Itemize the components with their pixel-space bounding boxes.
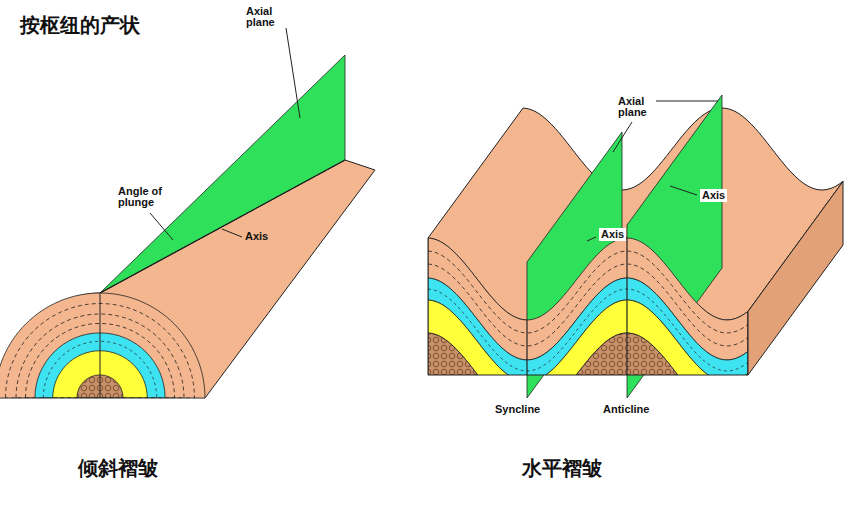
part-label: Axial plane xyxy=(246,6,286,28)
axial-plane xyxy=(100,55,345,293)
part-label: Syncline xyxy=(495,404,540,415)
axial-trace xyxy=(626,238,627,375)
fold-body xyxy=(0,160,375,398)
side-face xyxy=(748,181,843,375)
leader-line xyxy=(670,186,697,195)
leader-line xyxy=(587,237,596,241)
leader-line xyxy=(222,229,242,237)
figure-caption: 水平褶皱 xyxy=(522,456,602,480)
horizontal-fold xyxy=(428,95,843,517)
leader-line xyxy=(150,213,173,240)
leader-line xyxy=(286,28,300,118)
axial-trace xyxy=(100,293,101,398)
leader-line xyxy=(656,101,718,102)
diagram-title: 按枢纽的产状 xyxy=(20,12,140,39)
bedding-dash xyxy=(428,264,748,346)
plunging-fold xyxy=(0,55,375,398)
rock-layer xyxy=(0,293,205,398)
part-label: Axis xyxy=(700,189,727,202)
leader-line xyxy=(613,122,632,152)
part-label: Angle of plunge xyxy=(118,186,180,208)
axial-trace xyxy=(526,320,527,375)
rock-layer xyxy=(428,333,748,375)
front-edge xyxy=(428,238,748,375)
part-label: Axis xyxy=(245,231,268,242)
part-label: Axis xyxy=(599,228,626,241)
fold-axis xyxy=(100,160,345,293)
part-label: Anticline xyxy=(603,404,649,415)
bedding-dash xyxy=(428,251,748,333)
bedding-dash xyxy=(428,289,748,371)
part-label: Axial plane xyxy=(618,96,658,118)
figure-caption: 倾斜褶皱 xyxy=(78,456,158,480)
